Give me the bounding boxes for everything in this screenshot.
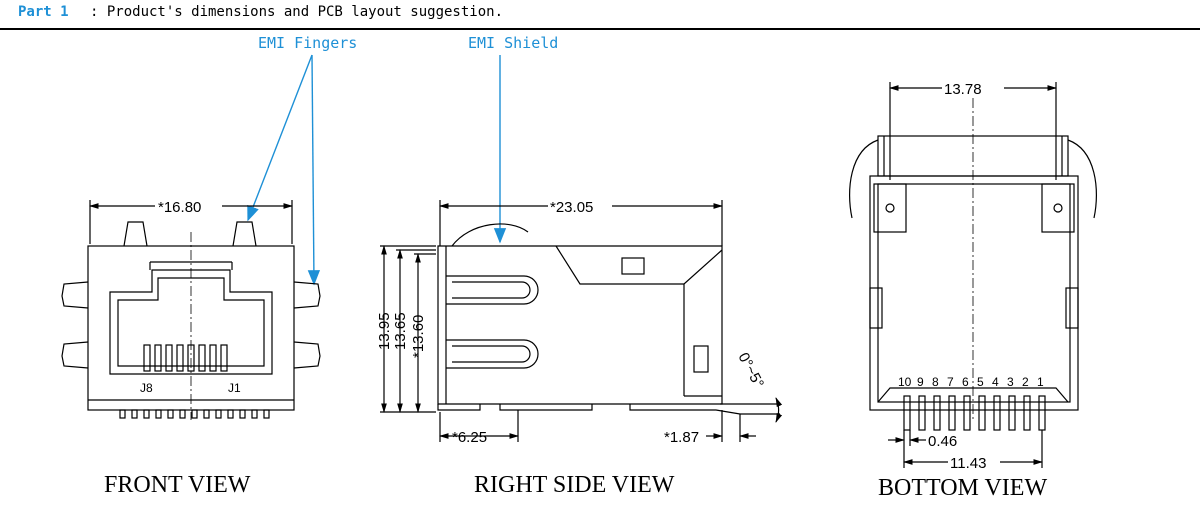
emi-shield-callout: EMI Shield [468,34,559,52]
part-title: : Product's dimensions and PCB layout su… [90,4,504,20]
front-j8-label: J8 [140,381,153,395]
bottom-span-dim: 11.43 [950,455,986,472]
pin-number: 2 [1022,375,1029,389]
front-view-drawing [61,200,321,420]
header-rule [0,28,1200,30]
side-view-drawing [380,200,783,442]
side-angle-dim: 0°~5° [734,350,767,391]
side-length-dim: *23.05 [550,199,593,216]
front-pins [119,409,270,419]
pin-number: 9 [917,375,924,389]
emi-fingers-callout: EMI Fingers [258,34,358,52]
bottom-pitch-dim: 0.46 [928,433,957,450]
header: Part 1 : Product's dimensions and PCB la… [0,0,1200,30]
emi-callout-leaders [247,54,507,286]
pin-number: 10 [898,375,912,389]
side-height-dim-2: 13.65 [392,312,409,350]
front-j1-label: J1 [228,381,241,395]
side-bottom-right-dim: *1.87 [664,429,699,446]
pin-number: 7 [947,375,954,389]
front-view-title: FRONT VIEW [104,472,251,498]
bottom-pins [903,395,1046,431]
front-width-dim: *16.80 [158,199,201,216]
bottom-pin-numbers: 10 9 8 7 6 5 4 3 2 1 [898,375,1044,389]
pin-number: 5 [977,375,984,389]
bottom-top-dim: 13.78 [944,81,982,98]
side-height-dim-3: *13.60 [410,315,427,358]
bottom-view-drawing [849,82,1097,468]
bottom-view-title: BOTTOM VIEW [878,475,1048,501]
pin-number: 6 [962,375,969,389]
front-contacts [143,344,228,372]
pin-number: 3 [1007,375,1014,389]
pin-number: 1 [1037,375,1044,389]
part-label: Part 1 [18,4,69,20]
pin-number: 4 [992,375,999,389]
side-bottom-left-dim: *6.25 [452,429,487,446]
side-view-title: RIGHT SIDE VIEW [474,472,675,498]
side-height-dim-1: 13.95 [376,312,393,350]
pin-number: 8 [932,375,939,389]
